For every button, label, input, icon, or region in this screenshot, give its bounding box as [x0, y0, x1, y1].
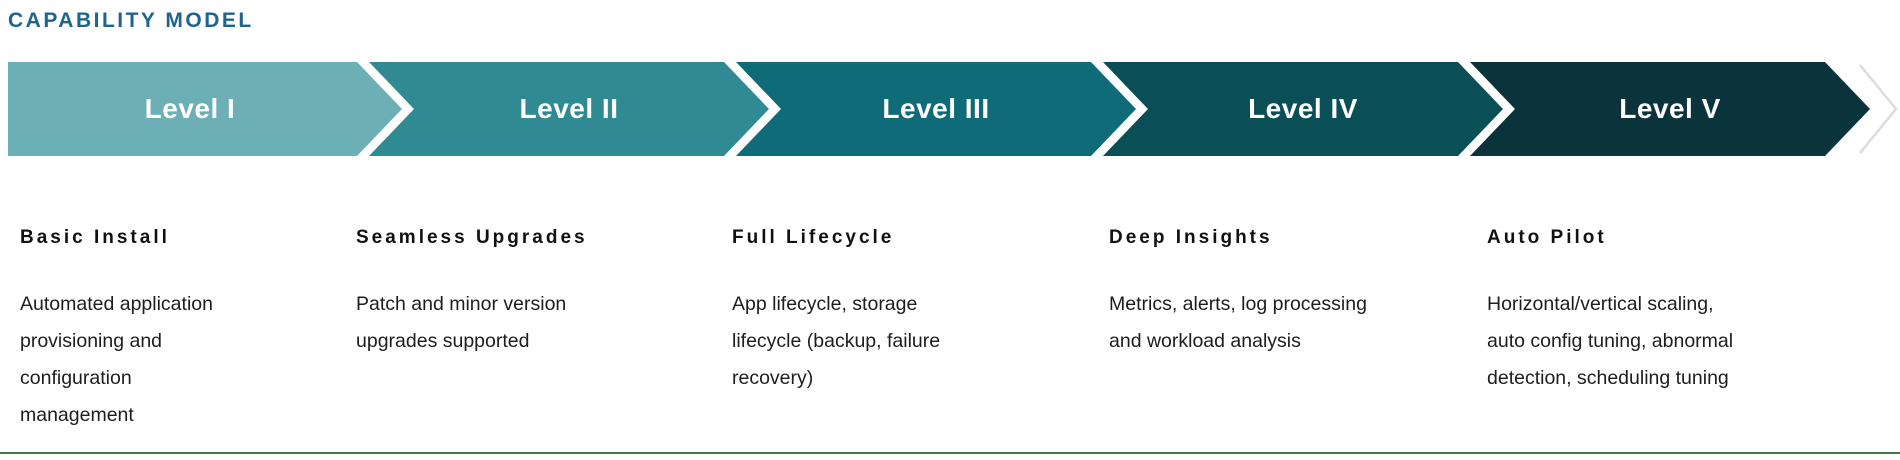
- level-5-details: Auto Pilot Horizontal/vertical scaling, …: [1487, 226, 1900, 434]
- level-3-details: Full Lifecycle App lifecycle, storage li…: [732, 226, 1109, 434]
- level-descriptions: Basic Install Automated application prov…: [20, 226, 1900, 434]
- level-4-description: Metrics, alerts, log processing and work…: [1109, 293, 1367, 352]
- level-2-description: Patch and minor version upgrades support…: [356, 293, 567, 352]
- level-4-label: Level IV: [1248, 93, 1358, 124]
- bottom-divider: [0, 452, 1900, 454]
- level-4-details: Deep Insights Metrics, alerts, log proce…: [1109, 226, 1487, 434]
- level-5-label: Level V: [1619, 93, 1721, 124]
- arrow-level-4: Level IV: [1103, 62, 1503, 156]
- level-1-description: Automated application provisioning and c…: [20, 293, 213, 426]
- level-3-title: Full Lifecycle: [732, 227, 895, 248]
- level-1-details: Basic Install Automated application prov…: [20, 226, 356, 434]
- level-5-description: Horizontal/vertical scaling, auto config…: [1487, 293, 1734, 389]
- level-1-label: Level I: [144, 93, 236, 124]
- arrow-level-2: Level II: [369, 62, 769, 156]
- arrow-level-5: Level V: [1470, 62, 1870, 156]
- level-4-title: Deep Insights: [1109, 227, 1273, 248]
- level-2-details: Seamless Upgrades Patch and minor versio…: [356, 226, 732, 434]
- page-title: CAPABILITY MODEL: [8, 9, 254, 32]
- level-2-label: Level II: [519, 93, 619, 124]
- level-2-title: Seamless Upgrades: [356, 227, 588, 248]
- arrow-level-3: Level III: [736, 62, 1136, 156]
- chevron-right-icon: [1859, 64, 1898, 154]
- level-5-title: Auto Pilot: [1487, 227, 1607, 248]
- level-3-label: Level III: [882, 93, 990, 124]
- level-1-title: Basic Install: [20, 227, 170, 248]
- level-arrows-band: Level I Level II Level III Level IV Leve…: [8, 62, 1870, 156]
- level-3-description: App lifecycle, storage lifecycle (backup…: [732, 293, 941, 389]
- arrow-level-1: Level I: [8, 62, 402, 156]
